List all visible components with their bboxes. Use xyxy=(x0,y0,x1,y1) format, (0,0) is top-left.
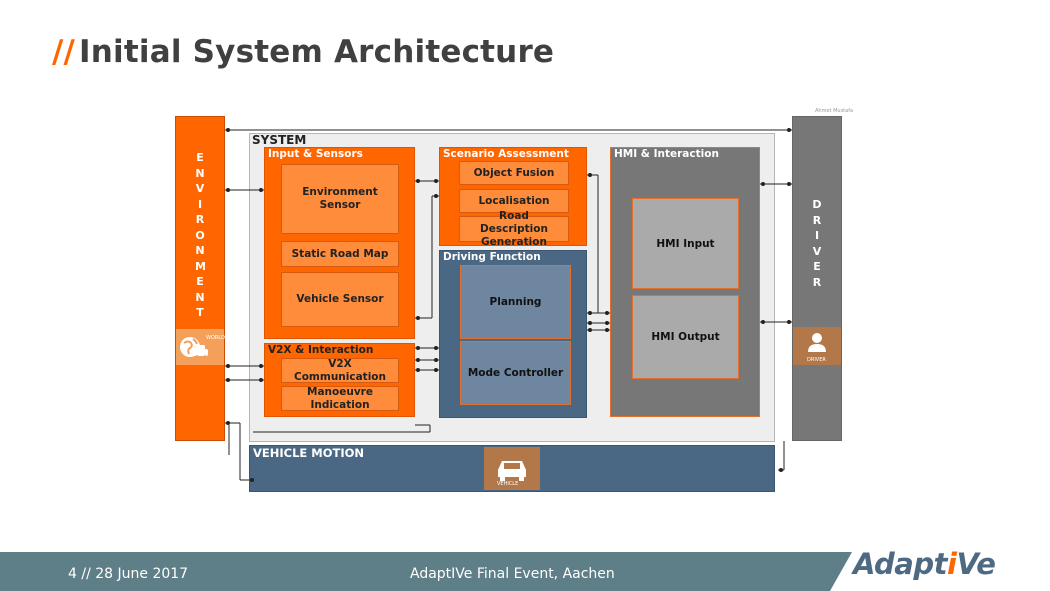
manoeuvre-indication-box: Manoeuvre Indication xyxy=(281,386,399,411)
environment-label: ENVIRONMENT xyxy=(195,151,206,319)
world-icon: WORLD xyxy=(176,329,225,365)
page-title: //Initial System Architecture xyxy=(52,34,554,70)
logo-part-c: Ve xyxy=(956,547,996,581)
title-text: Initial System Architecture xyxy=(79,34,555,70)
person-icon xyxy=(808,333,826,352)
localisation-box: Localisation xyxy=(459,189,569,213)
title-slashes: // xyxy=(52,34,76,70)
hmi-output-box: HMI Output xyxy=(632,295,739,379)
vehicle-motion-label: VEHICLE MOTION xyxy=(253,446,365,460)
hmi-input-box: HMI Input xyxy=(632,198,739,289)
world-caption: WORLD xyxy=(206,335,225,341)
object-fusion-box: Object Fusion xyxy=(459,161,569,185)
static-road-map-box: Static Road Map xyxy=(281,241,399,267)
driver-caption: DRIVER xyxy=(807,357,826,363)
footer-bar xyxy=(0,552,1050,591)
driving-function-title: Driving Function xyxy=(443,251,541,263)
car-icon xyxy=(498,461,526,481)
vehicle-sensor-box: Vehicle Sensor xyxy=(281,272,399,327)
adaptive-logo: AdaptiVe xyxy=(853,547,996,581)
environment-sensor-box: Environment Sensor xyxy=(281,164,399,234)
v2x-communication-box: V2X Communication xyxy=(281,358,399,383)
logo-part-b: i xyxy=(947,547,957,581)
driver-icon: DRIVER xyxy=(793,327,841,365)
mode-controller-box: Mode Controller xyxy=(460,341,571,405)
environment-block: ENVIRONMENT WORLD xyxy=(175,116,225,441)
driver-label: DRIVER xyxy=(812,198,822,289)
footer-event: AdaptIVe Final Event, Aachen xyxy=(410,566,615,582)
driver-block: DRIVER DRIVER xyxy=(792,116,842,441)
globe-car-icon xyxy=(180,337,208,359)
vehicle-motion-block: VEHICLE MOTION VEHICLE xyxy=(249,445,775,492)
vehicle-caption: VEHICLE xyxy=(497,481,519,487)
system-label: SYSTEM xyxy=(252,133,307,147)
logo-part-a: Adapt xyxy=(853,547,948,581)
hmi-title: HMI & Interaction xyxy=(614,148,719,160)
v2x-title: V2X & Interaction xyxy=(268,344,374,356)
input-sensors-title: Input & Sensors xyxy=(268,148,363,160)
scenario-title: Scenario Assessment xyxy=(443,148,569,160)
footer-logo-area xyxy=(830,552,1050,591)
vehicle-icon: VEHICLE xyxy=(484,447,540,490)
planning-box: Planning xyxy=(460,265,571,339)
footer-page-date: 4 // 28 June 2017 xyxy=(68,566,189,582)
driver-small-label: Ahmet Mustafa xyxy=(815,108,854,114)
